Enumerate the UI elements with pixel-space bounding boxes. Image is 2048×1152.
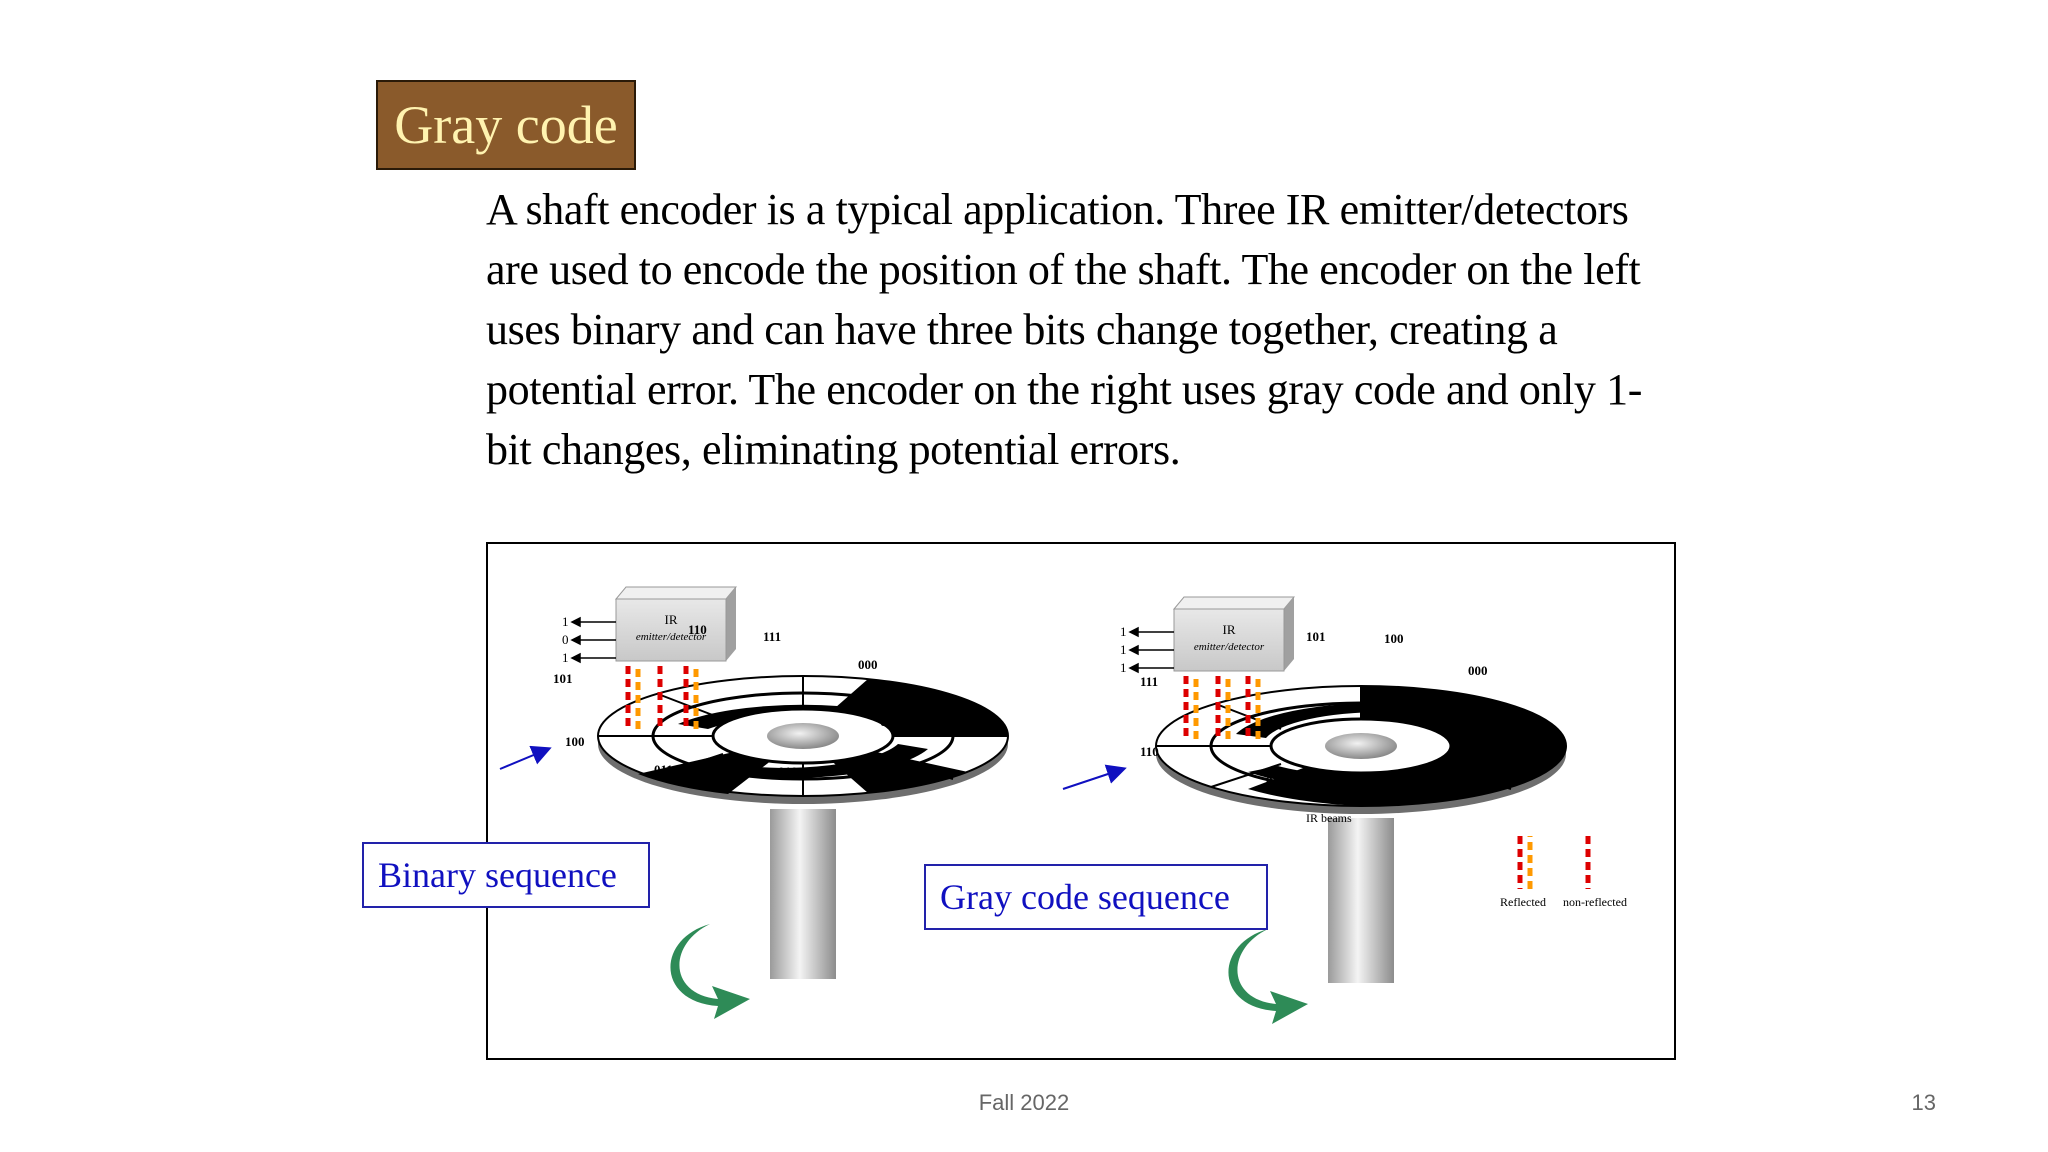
left-code-label: 001 — [880, 714, 900, 729]
legend-reflected-symbol — [1517, 836, 1533, 889]
left-code-label: 010 — [778, 764, 798, 779]
page-number: 13 — [1911, 1090, 1936, 1115]
left-bit-3: 1 — [562, 650, 569, 665]
right-beam-reflected-3 — [1245, 676, 1261, 739]
left-encoder: IR emitter/detector 1 0 1 110 — [499, 586, 1009, 1019]
right-bit-1: 1 — [1120, 624, 1127, 639]
left-ir-label: IR — [665, 612, 678, 627]
left-code-label: 111 — [763, 629, 781, 644]
left-ir-beams — [625, 666, 699, 729]
legend-title: IR beams — [1306, 811, 1352, 825]
right-beam-reflected-2 — [1215, 676, 1231, 739]
right-shaft — [1328, 818, 1394, 983]
right-code-label: 110 — [1140, 744, 1159, 759]
left-ring-band — [708, 744, 928, 779]
left-shaft — [770, 809, 836, 979]
left-code-label: 011 — [654, 762, 673, 777]
right-bit-2: 1 — [1120, 642, 1127, 657]
left-output-arrows — [570, 616, 616, 664]
gray-code-sequence-callout: Gray code sequence — [924, 864, 1268, 930]
slide-body-text: A shaft encoder is a typical application… — [486, 185, 1642, 474]
left-beam-reflected-1 — [625, 666, 641, 729]
left-code-label: 110 — [688, 622, 707, 637]
right-callout-pointer — [1062, 764, 1127, 790]
binary-sequence-callout: Binary sequence — [362, 842, 650, 908]
ir-beams-legend: IR beams Reflected non-reflected — [1306, 811, 1627, 909]
right-code-label: 011 — [1396, 772, 1415, 787]
footer-date: Fall 2022 — [978, 1090, 1070, 1115]
left-bit-2: 0 — [562, 632, 569, 647]
left-code-label: 000 — [858, 657, 878, 672]
right-hub — [1325, 733, 1397, 759]
legend-non-reflected-label: non-reflected — [1563, 895, 1627, 909]
right-rotation-arrow — [1228, 929, 1308, 1024]
left-code-label: 100 — [565, 734, 585, 749]
left-ring-band — [678, 704, 928, 729]
right-ir-emitter-box: IR emitter/detector — [1172, 596, 1296, 672]
right-code-label: 000 — [1468, 663, 1488, 678]
right-code-label: 111 — [1140, 674, 1158, 689]
right-output-arrows — [1128, 626, 1174, 674]
slide-title-box: Gray code — [376, 80, 636, 170]
left-rotation-arrow — [670, 924, 750, 1019]
right-code-labels: 101 100 000 001 011 010 110 111 — [1140, 629, 1508, 788]
gray-code-sequence-label: Gray code sequence — [940, 877, 1230, 917]
slide-title: Gray code — [394, 95, 618, 155]
right-ir-sublabel: emitter/detector — [1194, 641, 1265, 653]
left-callout-pointer — [499, 745, 552, 770]
right-ring-band — [1236, 702, 1388, 738]
right-code-label: 101 — [1306, 629, 1326, 644]
right-disk-spokes — [1156, 686, 1566, 806]
left-ir-sublabel: emitter/detector — [636, 631, 707, 643]
left-beam-reflected-2 — [683, 666, 699, 729]
left-ir-emitter-box: IR emitter/detector — [614, 586, 738, 662]
right-code-label: 010 — [1266, 773, 1286, 788]
right-beam-reflected-1 — [1183, 676, 1199, 739]
encoder-diagram: IR emitter/detector 1 0 1 110 — [499, 586, 1627, 1024]
right-ring-band — [1248, 762, 1488, 788]
right-code-label: 100 — [1384, 631, 1404, 646]
right-bit-3: 1 — [1120, 660, 1127, 675]
right-ir-label: IR — [1223, 622, 1236, 637]
right-code-label: 001 — [1488, 721, 1508, 736]
left-disk-spokes — [598, 676, 1008, 796]
left-code-label: 101 — [553, 671, 573, 686]
legend-reflected-label: Reflected — [1500, 895, 1546, 909]
right-encoder: IR emitter/detector 1 1 1 101 100 000 0 — [1062, 596, 1567, 1024]
left-hub — [767, 723, 839, 749]
right-ir-beams — [1183, 676, 1261, 739]
left-code-labels: 110 111 000 001 010 011 100 101 — [553, 622, 900, 779]
encoder-figure: IR emitter/detector 1 0 1 110 — [486, 542, 1676, 1060]
left-bit-1: 1 — [562, 614, 569, 629]
binary-sequence-label: Binary sequence — [378, 855, 617, 895]
